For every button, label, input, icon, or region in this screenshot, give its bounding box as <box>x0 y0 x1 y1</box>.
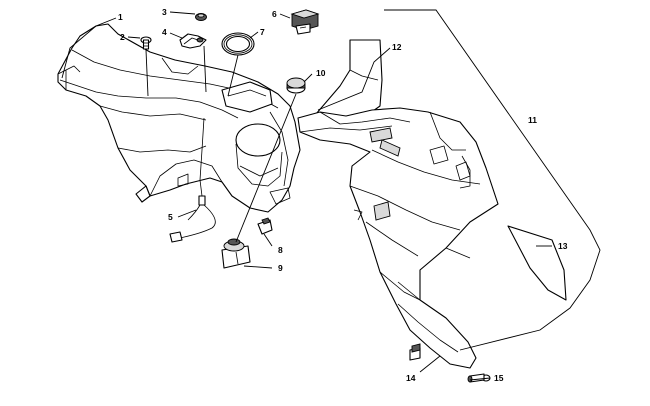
decal-part <box>507 225 567 301</box>
grommet-part <box>195 13 207 21</box>
screw-part <box>140 36 152 50</box>
callout-9: 9 <box>278 263 283 273</box>
side-panel-assembly <box>297 107 499 369</box>
callout-10: 10 <box>316 68 326 78</box>
callout-6: 6 <box>272 9 277 19</box>
trim-ring-part <box>221 32 255 56</box>
callout-14: 14 <box>406 373 416 383</box>
callout-3: 3 <box>162 7 167 17</box>
ignition-switch-part <box>221 238 251 269</box>
leader-lines <box>61 9 601 381</box>
callout-15: 15 <box>494 373 504 383</box>
clip-part <box>409 343 421 361</box>
cap-part <box>286 77 306 94</box>
switch-part <box>290 9 320 35</box>
callout-8: 8 <box>278 245 283 255</box>
callout-11: 11 <box>528 115 537 125</box>
bracket-clip-part <box>179 33 207 49</box>
callout-2: 2 <box>120 32 125 42</box>
connector-part <box>257 217 273 235</box>
callout-5: 5 <box>168 212 173 222</box>
callout-1: 1 <box>118 12 123 22</box>
wiring-harness-part <box>169 117 216 243</box>
callout-13: 13 <box>558 241 568 251</box>
callout-4: 4 <box>162 27 167 37</box>
callout-12: 12 <box>392 42 402 52</box>
front-console-panel <box>57 23 301 213</box>
callout-7: 7 <box>260 27 265 37</box>
callout-labels: 1 2 3 4 5 6 7 8 9 10 11 12 13 14 15 <box>118 7 568 383</box>
